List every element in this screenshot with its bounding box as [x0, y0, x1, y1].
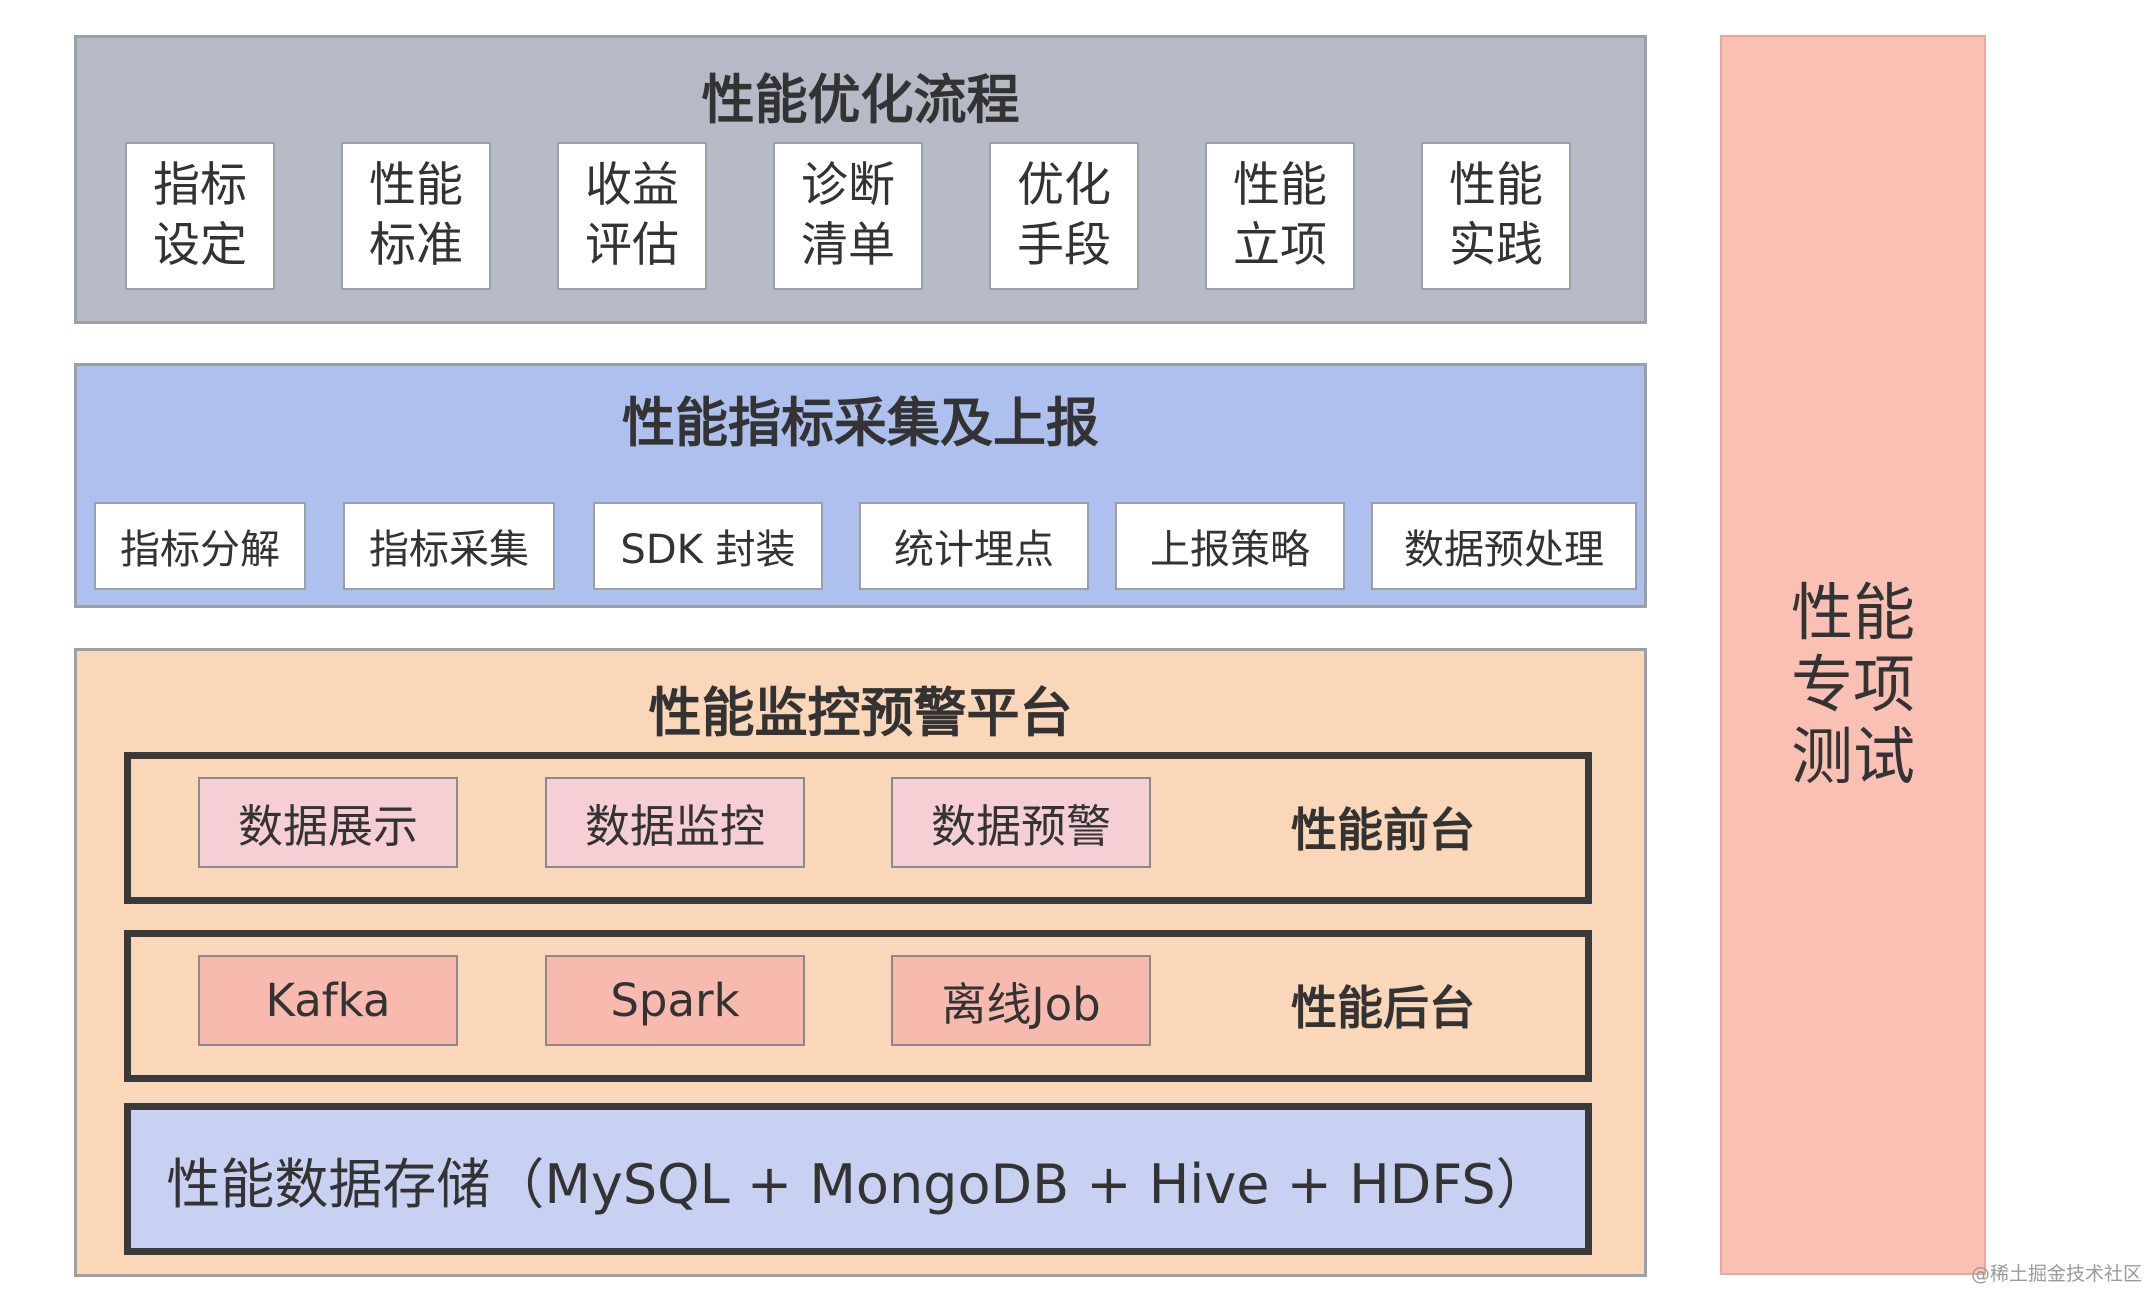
- opt-item: 诊断清单: [773, 142, 923, 290]
- opt-item: 收益评估: [557, 142, 707, 290]
- opt-item: 性能标准: [341, 142, 491, 290]
- opt-item: 性能实践: [1421, 142, 1571, 290]
- optimization-title: 性能优化流程: [701, 70, 1020, 131]
- watermark: @稀土掘金技术社区: [1970, 1263, 2142, 1285]
- collection-item: 上报策略: [1115, 502, 1345, 590]
- collection-item: 数据预处理: [1371, 502, 1637, 590]
- storage-label: 性能数据存储（MySQL + MongoDB + Hive + HDFS）: [166, 1152, 1550, 1216]
- backend-item: 离线Job: [891, 955, 1151, 1046]
- collection-title: 性能指标采集及上报: [622, 393, 1099, 454]
- frontend-item: 数据预警: [891, 777, 1151, 868]
- collection-item: 指标分解: [94, 502, 306, 590]
- frontend-item: 数据监控: [545, 777, 805, 868]
- frontend-frame: 数据展示 数据监控 数据预警 性能前台: [124, 752, 1592, 904]
- storage-frame: 性能数据存储（MySQL + MongoDB + Hive + HDFS）: [124, 1103, 1592, 1255]
- opt-item: 指标设定: [125, 142, 275, 290]
- opt-item: 优化手段: [989, 142, 1139, 290]
- monitoring-title: 性能监控预警平台: [648, 683, 1073, 744]
- backend-item: Kafka: [198, 955, 458, 1046]
- collection-item: 统计埋点: [859, 502, 1089, 590]
- monitoring-section: 性能监控预警平台 数据展示 数据监控 数据预警 性能前台 Kafka Spark…: [74, 648, 1647, 1277]
- collection-section: 性能指标采集及上报 指标分解 指标采集 SDK 封装 统计埋点 上报策略 数据预…: [74, 363, 1647, 608]
- backend-frame: Kafka Spark 离线Job 性能后台: [124, 930, 1592, 1082]
- collection-item: 指标采集: [343, 502, 555, 590]
- special-test-label: 性能 专项 测试: [1790, 576, 1915, 793]
- optimization-section: 性能优化流程 指标设定 性能标准 收益评估 诊断清单 优化手段 性能立项 性能实…: [74, 35, 1647, 324]
- backend-item: Spark: [545, 955, 805, 1046]
- special-test-column: 性能 专项 测试: [1720, 35, 1986, 1275]
- collection-item: SDK 封装: [593, 502, 823, 590]
- frontend-label: 性能前台: [1291, 803, 1475, 857]
- frontend-item: 数据展示: [198, 777, 458, 868]
- backend-label: 性能后台: [1291, 981, 1475, 1035]
- opt-item: 性能立项: [1205, 142, 1355, 290]
